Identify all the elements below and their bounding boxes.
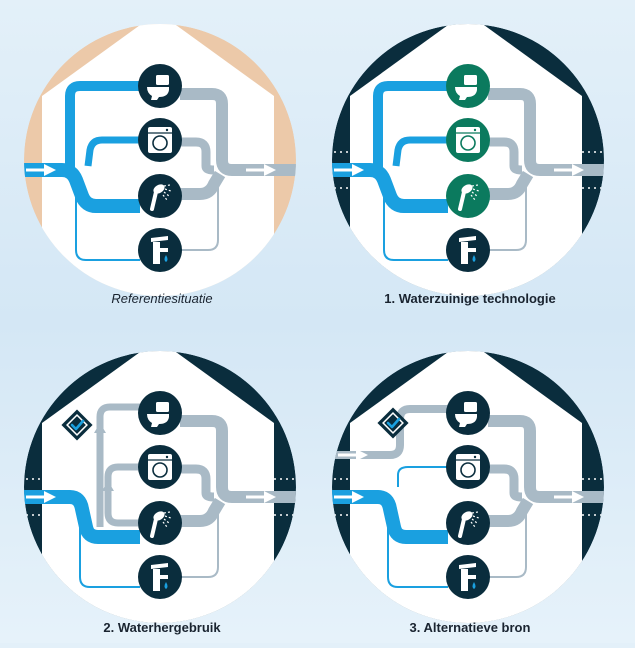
washing-machine-icon — [456, 454, 480, 480]
appliance-toilet — [446, 391, 490, 435]
supply-pipe-main — [332, 490, 448, 544]
recycle-check-badge-icon — [61, 409, 93, 441]
outflow-arrow-icon — [554, 164, 584, 176]
panel-reuse — [24, 351, 296, 623]
drain-pipe-shower — [180, 497, 226, 527]
appliance-shower — [138, 174, 182, 218]
appliance-shower — [446, 174, 490, 218]
appliance-toilet — [138, 391, 182, 435]
supply-line-washer — [397, 466, 448, 487]
faucet-icon — [151, 236, 168, 264]
caption-panel-3: 2. Waterhergebruik — [103, 620, 221, 635]
supply-pipe-main — [24, 163, 140, 213]
drain-pipe-toilet — [488, 88, 604, 176]
faucet-icon — [151, 563, 168, 591]
drain-line-faucet — [488, 180, 527, 251]
drain-pipe-toilet — [488, 415, 604, 503]
appliance-washing-machine — [446, 118, 490, 162]
drain-pipe-toilet — [180, 88, 296, 176]
supply-line-faucet — [75, 180, 140, 261]
supply-pipe-main — [24, 490, 140, 544]
supply-pipe-toilet — [65, 81, 140, 168]
supply-pipe-washer — [392, 136, 448, 167]
supply-pipe-toilet — [373, 81, 448, 168]
toilet-icon — [147, 402, 169, 427]
inflow-arrow-icon — [26, 491, 56, 503]
washing-machine-icon — [148, 127, 172, 153]
appliance-shower — [138, 501, 182, 545]
faucet-icon — [459, 236, 476, 264]
recycle-pipe-toilet — [96, 403, 140, 527]
caption-panel-4: 3. Alternatieve bron — [409, 620, 531, 635]
outflow-arrow-icon — [246, 491, 276, 503]
alt-source-pipe — [332, 405, 448, 459]
appliance-faucet — [446, 228, 490, 272]
supply-line-faucet — [79, 505, 140, 588]
recycle-check-badge-icon — [377, 407, 409, 439]
panel-ref — [24, 24, 296, 296]
appliance-shower — [446, 501, 490, 545]
drain-pipe-washer — [488, 464, 523, 502]
appliance-toilet — [446, 64, 490, 108]
toilet-icon — [147, 75, 169, 100]
drain-line-faucet — [180, 180, 219, 251]
drain-pipe-shower — [488, 170, 534, 200]
inflow-arrow-icon — [334, 164, 364, 176]
drain-line-faucet — [488, 507, 527, 578]
drain-pipe-shower — [488, 497, 534, 527]
toilet-icon — [455, 75, 477, 100]
shower-icon — [150, 184, 172, 211]
appliance-washing-machine — [138, 445, 182, 489]
supply-pipe-main — [332, 163, 448, 213]
drain-pipe-washer — [180, 464, 215, 502]
appliance-faucet — [138, 555, 182, 599]
caption-panel-2: 1. Waterzuinige technologie — [384, 291, 556, 306]
panel-tech — [332, 24, 604, 296]
inflow-arrow-icon — [26, 164, 56, 176]
inflow-arrow-icon — [334, 491, 364, 503]
supply-pipe-washer — [84, 136, 140, 167]
drain-pipe-washer — [488, 137, 523, 175]
supply-line-faucet — [387, 505, 448, 588]
washing-machine-icon — [456, 127, 480, 153]
recycle-pipe-washer — [104, 463, 140, 527]
faucet-icon — [459, 563, 476, 591]
caption-panel-1: Referentiesituatie — [111, 291, 213, 306]
drain-line-faucet — [180, 507, 219, 578]
drain-pipe-toilet — [180, 415, 296, 503]
outflow-arrow-icon — [554, 491, 584, 503]
shower-icon — [458, 184, 480, 211]
supply-line-faucet — [383, 180, 448, 261]
appliance-washing-machine — [446, 445, 490, 489]
drain-pipe-shower — [180, 170, 226, 200]
appliance-faucet — [138, 228, 182, 272]
toilet-icon — [455, 402, 477, 427]
appliance-toilet — [138, 64, 182, 108]
alt-source-arrow-icon — [338, 449, 368, 461]
appliance-washing-machine — [138, 118, 182, 162]
shower-icon — [150, 511, 172, 538]
shower-icon — [458, 511, 480, 538]
washing-machine-icon — [148, 454, 172, 480]
outflow-arrow-icon — [246, 164, 276, 176]
panel-alt — [332, 351, 604, 623]
appliance-faucet — [446, 555, 490, 599]
drain-pipe-washer — [180, 137, 215, 175]
